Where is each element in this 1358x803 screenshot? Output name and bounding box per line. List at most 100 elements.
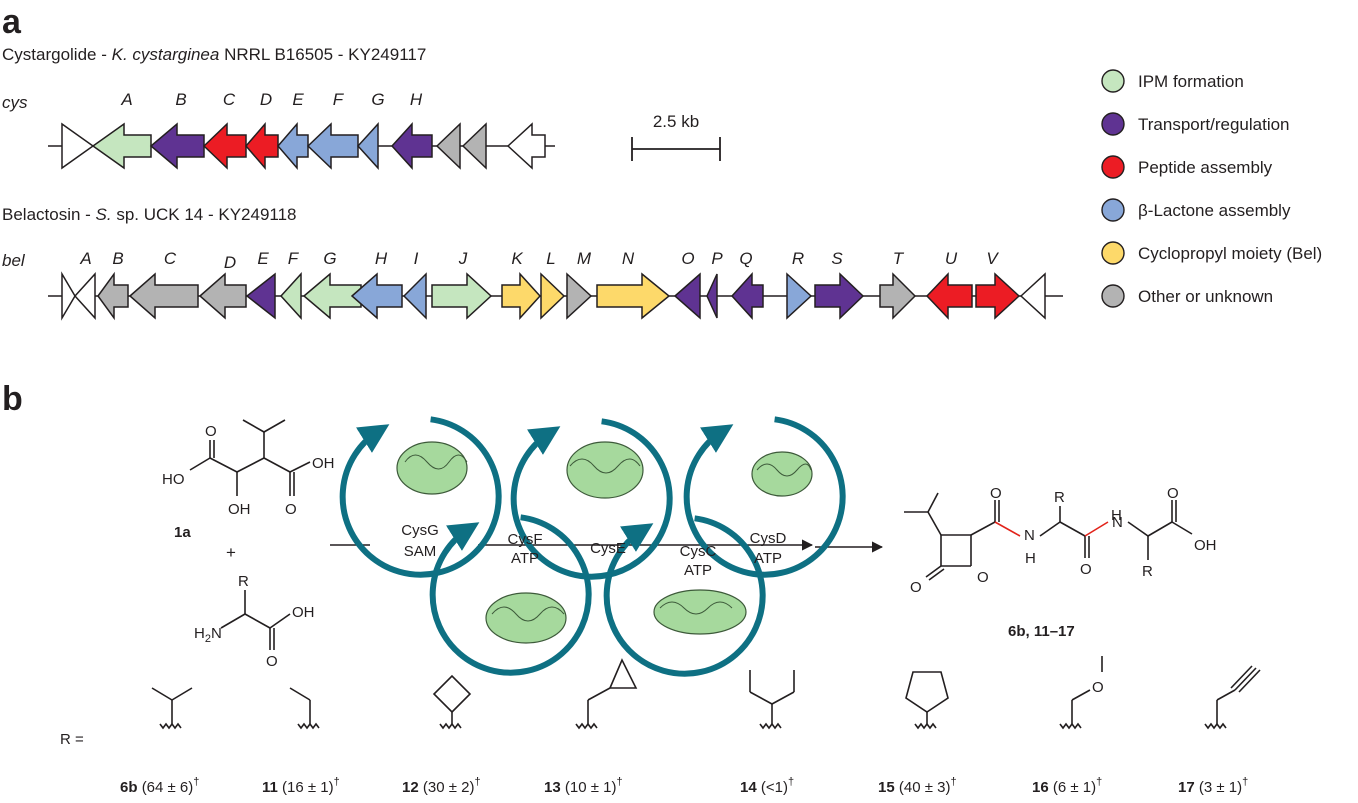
- legend-swatch: [1101, 69, 1125, 93]
- atom-label: OH: [292, 604, 315, 621]
- cys-gene-letter: E: [292, 90, 304, 109]
- enzyme-name: CysE: [590, 540, 626, 557]
- bel-cluster-header: Belactosin - S. sp. UCK 14 - KY249118: [2, 205, 297, 224]
- bel-gene-arrow: [501, 272, 542, 320]
- enzyme-ring: [683, 416, 846, 578]
- bel-gene-arrow: [402, 272, 427, 320]
- r-group-structures: [151, 656, 1261, 730]
- atom-label: N: [1024, 527, 1035, 544]
- protein-structure-icon: [485, 592, 567, 644]
- legend-swatch: [1101, 198, 1125, 222]
- atom-label: OH: [312, 455, 335, 472]
- cys-gene-arrow: [91, 122, 152, 170]
- legend-label: Peptide assembly: [1138, 158, 1273, 177]
- r-group-structure: [749, 670, 795, 730]
- enzyme-cofactor: ATP: [511, 550, 539, 567]
- atom-label: R: [1054, 489, 1065, 506]
- cys-gene-letter: A: [120, 90, 132, 109]
- scale-bar-label: 2.5 kb: [653, 112, 699, 131]
- amino-acid-structure: [220, 590, 291, 650]
- legend-item: IPM formation: [1101, 69, 1244, 93]
- plus-sign: +: [226, 543, 236, 562]
- r-group-structure: [1204, 665, 1261, 730]
- cys-gene-arrow: [61, 122, 95, 170]
- bel-gene-arrow: [596, 272, 671, 320]
- atom-label: N: [1112, 514, 1123, 531]
- r-group-caption: 14 (<1)†: [740, 776, 794, 796]
- enzyme-ring: [429, 514, 592, 676]
- cys-gene-letters: A B C D E F G H: [120, 90, 423, 109]
- cys-gene-letter: C: [223, 90, 236, 109]
- cys-gene-arrow: [277, 121, 309, 171]
- bel-gene-letter: T: [893, 249, 905, 268]
- bel-gene-letters: A B C D E F G H I J K L M N O P Q R S T …: [79, 249, 999, 272]
- cys-gene-letter: G: [371, 90, 384, 109]
- bel-gene-letter: U: [945, 249, 958, 268]
- bel-gene-letter: L: [546, 249, 555, 268]
- enzyme-name: CysG: [401, 522, 439, 539]
- cys-gene-letter: B: [175, 90, 186, 109]
- bel-gene-letter: M: [577, 249, 592, 268]
- enzyme-cofactor: ATP: [754, 550, 782, 567]
- protein-structure-icon: [566, 441, 644, 499]
- cys-gene-letter: D: [260, 90, 272, 109]
- bel-gene-letter: A: [79, 249, 91, 268]
- bel-gene-arrow: [925, 272, 973, 320]
- protein-structure-icon: [653, 589, 747, 635]
- product-atoms: O O O N H R O H N R O OH: [910, 485, 1217, 596]
- panel-a-label: a: [2, 3, 22, 41]
- bel-gene-arrow: [431, 272, 493, 320]
- cys-row-label: cys: [2, 93, 28, 112]
- enzyme-cofactor: SAM: [404, 543, 437, 560]
- enzyme-name: CysC: [680, 543, 717, 560]
- bel-gene-letter: S: [831, 249, 843, 268]
- atom-label: O: [205, 423, 217, 440]
- bel-gene-letter: B: [112, 249, 123, 268]
- cys-cluster-header: Cystargolide - K. cystarginea NRRL B1650…: [2, 45, 426, 64]
- legend-label: Other or unknown: [1138, 287, 1273, 306]
- atom-label: O: [910, 579, 922, 596]
- r-group-structure: [432, 674, 472, 730]
- cys-gene-letter: F: [333, 90, 345, 109]
- bel-row-label: bel: [2, 251, 26, 270]
- protein-structure-icon: [396, 441, 468, 495]
- r-group-prefix: R =: [60, 731, 84, 748]
- bel-gene-arrow: [73, 272, 96, 320]
- legend-swatch: [1101, 241, 1125, 265]
- r-group-caption: 12 (30 ± 2)†: [402, 776, 481, 796]
- bel-gene-letter: I: [414, 249, 419, 268]
- atom-label: O: [1167, 485, 1179, 502]
- cys-gene-arrow: [202, 122, 247, 170]
- r-group-caption: 15 (40 ± 3)†: [878, 776, 957, 796]
- bel-gene-cluster: [48, 271, 1063, 321]
- r-group-caption: 16 (6 ± 1)†: [1032, 776, 1102, 796]
- legend-swatch: [1101, 284, 1125, 308]
- bel-gene-arrow: [540, 272, 566, 320]
- bel-gene-letter: K: [511, 249, 523, 268]
- bel-gene-letter: Q: [739, 249, 752, 268]
- cys-gene-arrow: [461, 122, 487, 170]
- bel-gene-arrow: [198, 272, 247, 320]
- bel-gene-arrow: [673, 272, 701, 320]
- bel-gene-arrow: [706, 273, 718, 319]
- bel-gene-letter: H: [375, 249, 388, 268]
- bel-gene-arrow: [975, 272, 1021, 320]
- gene-function-legend: IPM formation Transport/regulation Pepti…: [1101, 69, 1322, 308]
- bel-gene-arrow: [245, 272, 276, 320]
- atom-label: O: [990, 485, 1002, 502]
- cys-gene-arrow: [506, 122, 546, 170]
- bel-gene-letter: J: [458, 249, 468, 268]
- cys-gene-arrow: [306, 122, 359, 170]
- cys-gene-arrow: [149, 122, 205, 170]
- substrate-label: 1a: [174, 524, 191, 541]
- legend-label: Transport/regulation: [1138, 115, 1290, 134]
- legend-item: Transport/regulation: [1101, 112, 1290, 136]
- legend-item: Other or unknown: [1101, 284, 1273, 308]
- cys-gene-letter: H: [410, 90, 423, 109]
- r-group-caption: 13 (10 ± 1)†: [544, 776, 623, 796]
- atom-label: H: [1025, 550, 1036, 567]
- atom-label: OH: [228, 501, 251, 518]
- bel-gene-arrow: [350, 272, 403, 320]
- atom-label: OH: [1194, 537, 1217, 554]
